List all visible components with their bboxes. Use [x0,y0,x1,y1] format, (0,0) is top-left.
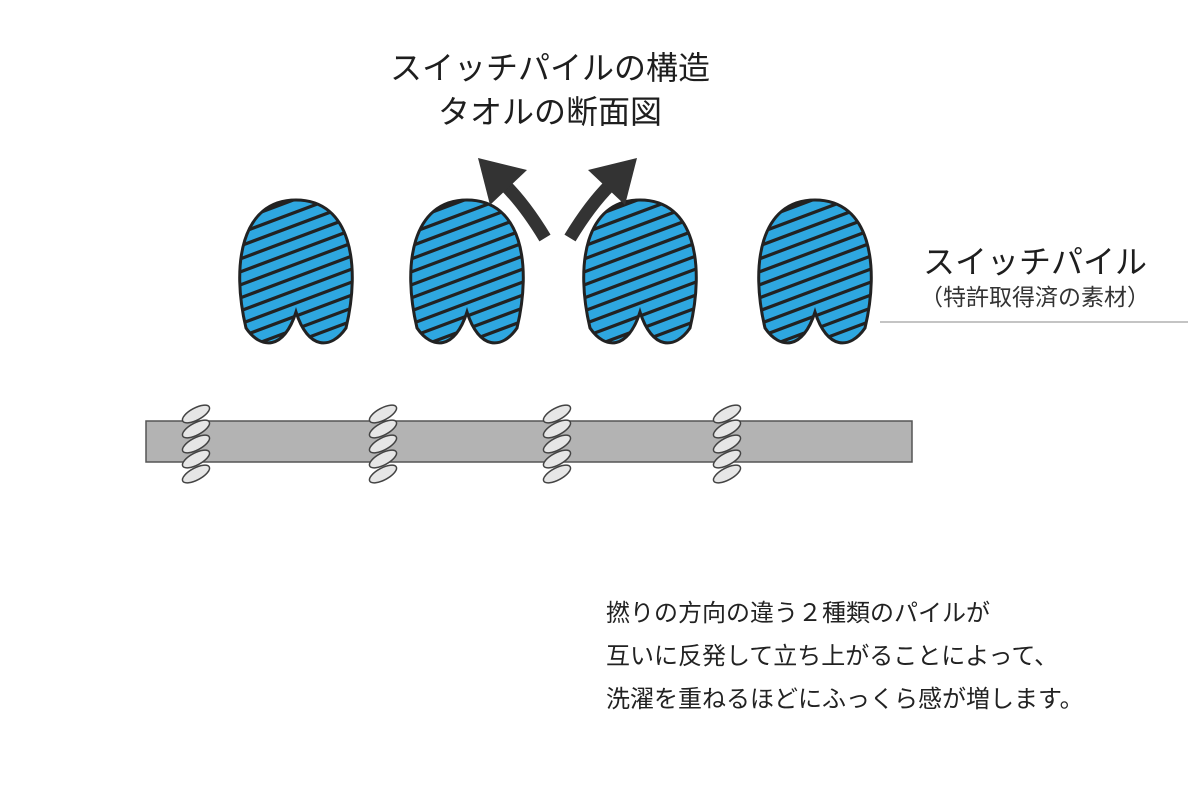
pile-loops [238,198,873,345]
title-line-2: タオルの断面図 [437,93,662,131]
pile-loop [757,198,873,345]
weft-thread [368,404,398,484]
arrow-up-right-icon [564,158,637,242]
diagram-title: スイッチパイルの構造 タオルの断面図 [0,46,1100,134]
weft-thread [712,404,742,484]
description-line-1: 撚りの方向の違う２種類のパイルが [606,599,990,627]
base-cloth [145,420,913,463]
pile-loop [238,198,354,345]
title-line-1: スイッチパイルの構造 [389,49,710,87]
pile-loop [409,198,525,345]
weft-thread [542,404,572,484]
weft-thread [181,404,211,484]
description: 撚りの方向の違う２種類のパイルが 互いに反発して立ち上がることによって、 洗濯を… [606,592,1084,721]
callout-subtitle: （特許取得済の素材） [920,285,1150,311]
callout-name: スイッチパイル [922,243,1147,281]
description-line-2: 互いに反発して立ち上がることによって、 [606,642,1059,670]
description-line-3: 洗濯を重ねるほどにふっくら感が増します。 [606,685,1084,713]
switch-pile-callout: スイッチパイル （特許取得済の素材） [890,242,1180,314]
arrow-up-left-icon [478,158,551,242]
pile-loop [582,198,698,345]
weft-threads [181,404,742,484]
